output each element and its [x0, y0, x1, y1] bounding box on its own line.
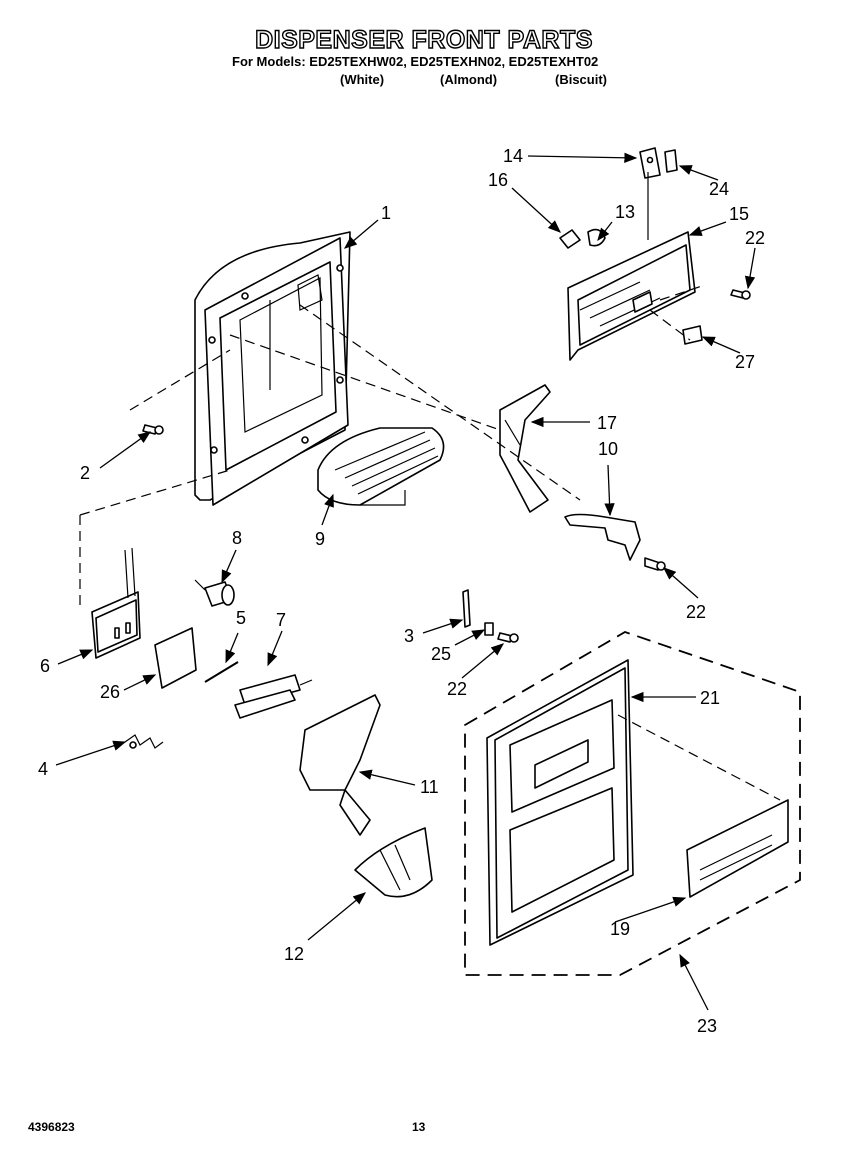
finish-white: (White) [340, 72, 385, 87]
part-8-motor [194, 579, 235, 607]
callout-labels: 1 2 3 4 5 6 7 8 9 10 11 12 13 14 15 16 1… [38, 146, 765, 1036]
part-25-clip [484, 622, 494, 636]
callout-22: 22 [447, 679, 467, 699]
document-number: 4396823 [28, 1120, 75, 1134]
models-line: For Models: ED25TEXHW02, ED25TEXHN02, ED… [232, 54, 599, 69]
alignment-line [299, 304, 581, 501]
part-15-module [567, 172, 696, 361]
alignment-line [79, 469, 231, 610]
finish-biscuit: (Biscuit) [555, 72, 607, 87]
callout-7: 7 [276, 610, 286, 630]
part-9-grille [317, 427, 445, 506]
callout-13: 13 [615, 202, 635, 222]
part-12-ice-guide [354, 827, 433, 898]
alignment-line [129, 349, 231, 411]
alignment-line [617, 714, 781, 801]
part-22-screws [497, 289, 751, 643]
callout-22: 22 [686, 602, 706, 622]
callout-16: 16 [488, 170, 508, 190]
part-2-screw [142, 424, 164, 435]
alignment-line [659, 284, 706, 301]
part-4-spring [124, 734, 164, 749]
finish-almond: (Almond) [440, 72, 498, 87]
leader-arrows [55, 152, 756, 1011]
part-13-grommet [587, 228, 606, 247]
part-23-assembly-outline [464, 631, 801, 976]
alignment-line [649, 309, 691, 341]
page-title: DISPENSER FRONT PARTS [254, 25, 593, 54]
callout-24: 24 [709, 179, 729, 199]
page-number: 13 [412, 1120, 426, 1134]
callout-3: 3 [404, 626, 414, 646]
callout-10: 10 [598, 439, 618, 459]
part-10-actuator [564, 513, 641, 561]
part-24-clip [664, 149, 678, 173]
part-17-lever [499, 384, 551, 513]
part-19-display-panel [686, 799, 789, 898]
callout-2: 2 [80, 463, 90, 483]
part-7-hinge [234, 674, 313, 719]
callout-5: 5 [236, 608, 246, 628]
part-16-plug [559, 229, 581, 249]
callout-14: 14 [503, 146, 523, 166]
part-1-housing [194, 231, 351, 506]
part-21-front-panel [486, 659, 634, 946]
callout-22: 22 [745, 228, 765, 248]
callout-9: 9 [315, 529, 325, 549]
callout-27: 27 [735, 352, 755, 372]
callout-4: 4 [38, 759, 48, 779]
callout-12: 12 [284, 944, 304, 964]
part-27-switch [682, 325, 703, 345]
callout-26: 26 [100, 682, 120, 702]
part-6-switch-block [91, 547, 141, 659]
callout-8: 8 [232, 528, 242, 548]
callout-25: 25 [431, 644, 451, 664]
part-11-door-flap [299, 694, 381, 836]
part-14-bracket [639, 147, 661, 179]
callout-17: 17 [597, 413, 617, 433]
callout-21: 21 [700, 688, 720, 708]
part-3-tab [462, 589, 471, 628]
part-5-pin [204, 661, 239, 683]
callout-6: 6 [40, 656, 50, 676]
callout-1: 1 [381, 203, 391, 223]
callout-11: 11 [420, 777, 439, 797]
callout-19: 19 [610, 919, 630, 939]
part-26-gasket [154, 627, 197, 689]
callout-23: 23 [697, 1016, 717, 1036]
callout-15: 15 [729, 204, 749, 224]
